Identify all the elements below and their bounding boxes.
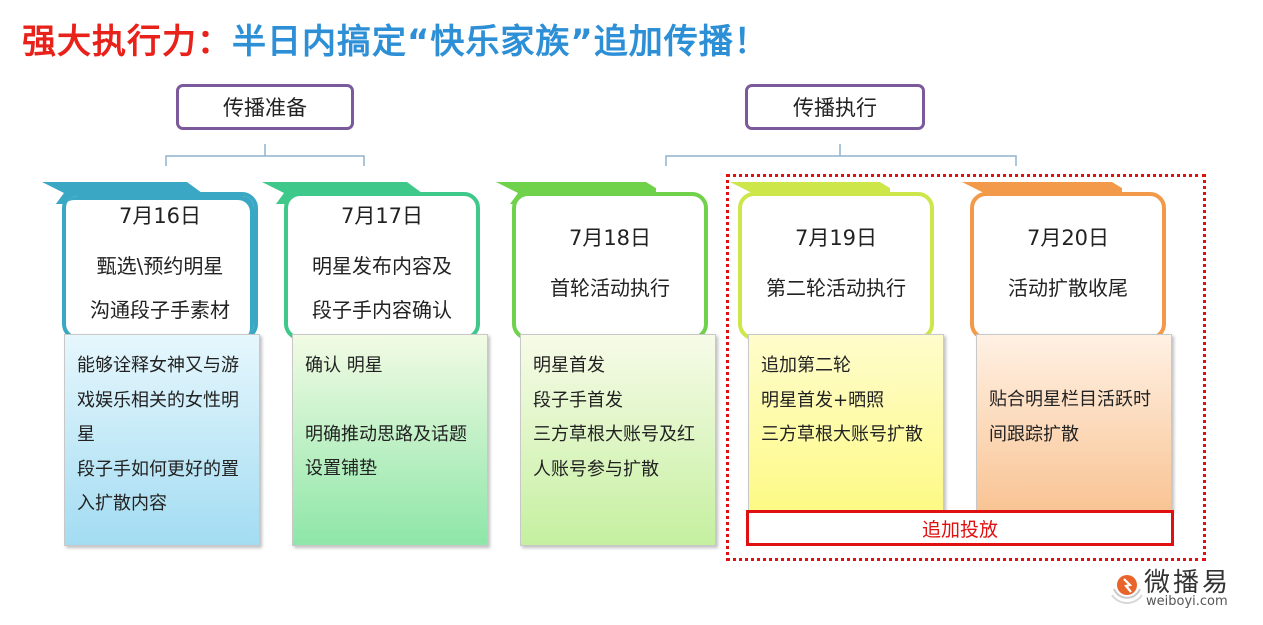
detail-line: 贴合明星栏目活跃时间跟踪扩散 xyxy=(989,389,1151,445)
step-card-1: 7月16日 甄选\预约明星 沟通段子手素材 xyxy=(62,192,258,340)
step-card-2: 7月17日 明星发布内容及 段子手内容确认 xyxy=(284,192,480,340)
step-date: 7月19日 xyxy=(794,226,878,250)
step-detail-1: 能够诠释女神又与游戏娱乐相关的女性明星 段子手如何更好的置入扩散内容 xyxy=(64,334,260,546)
page-title-part1: 强大执行力： xyxy=(22,22,232,62)
detail-line: 段子手如何更好的置入扩散内容 xyxy=(77,458,239,515)
page-title-part2: 半日内搞定“快乐家族”追加传播！ xyxy=(232,22,769,62)
phase-execution: 传播执行 xyxy=(745,84,925,130)
detail-line: 三方草根大账号及红人账号参与扩散 xyxy=(533,424,695,480)
step-detail-3: 明星首发 段子手首发 三方草根大账号及红人账号参与扩散 xyxy=(520,334,716,546)
extra-placement-box: 追加投放 xyxy=(746,510,1174,546)
step-line: 第二轮活动执行 xyxy=(766,276,906,300)
step-line: 甄选\预约明星 xyxy=(96,254,224,278)
detail-line: 三方草根大账号扩散 xyxy=(761,424,923,445)
detail-line: 确认 明星 xyxy=(305,355,383,376)
step-line: 活动扩散收尾 xyxy=(1008,276,1128,300)
detail-line: 明星首发+晒照 xyxy=(761,389,885,411)
detail-line: 追加第二轮 xyxy=(761,355,851,376)
detail-line: 明星首发 xyxy=(533,355,605,376)
step-detail-2: 确认 明星 明确推动思路及话题设置铺垫 xyxy=(292,334,488,546)
weiboyi-logo-icon xyxy=(1111,575,1143,604)
logo-url: weiboyi.com xyxy=(1146,594,1228,609)
step-detail-5: 贴合明星栏目活跃时间跟踪扩散 xyxy=(976,334,1172,512)
step-line: 明星发布内容及 xyxy=(312,254,452,278)
step-detail-4: 追加第二轮 明星首发+晒照 三方草根大账号扩散 xyxy=(748,334,944,512)
logo-name: 微播易 xyxy=(1144,568,1232,598)
detail-line xyxy=(305,384,477,418)
page-title: 强大执行力：半日内搞定“快乐家族”追加传播！ xyxy=(22,14,769,63)
step-date: 7月18日 xyxy=(568,226,652,250)
bracket-execution xyxy=(665,144,1017,166)
execution-highlight-frame xyxy=(726,174,1206,561)
detail-line: 明确推动思路及话题设置铺垫 xyxy=(305,423,467,480)
bracket-preparation xyxy=(165,144,365,166)
step-line: 段子手内容确认 xyxy=(312,298,452,322)
phase-execution-label: 传播执行 xyxy=(793,96,877,120)
extra-placement-label: 追加投放 xyxy=(921,518,998,541)
step-line: 首轮活动执行 xyxy=(550,276,670,300)
phase-preparation: 传播准备 xyxy=(176,84,354,130)
step-line: 沟通段子手素材 xyxy=(90,298,230,322)
step-date: 7月16日 xyxy=(118,204,202,228)
detail-line: 能够诠释女神又与游戏娱乐相关的女性明星 xyxy=(77,355,239,445)
step-card-3: 7月18日 首轮活动执行 xyxy=(512,192,708,340)
step-date: 7月17日 xyxy=(340,204,424,228)
phase-preparation-label: 传播准备 xyxy=(223,96,307,120)
detail-line: 段子手首发 xyxy=(533,389,623,411)
step-date: 7月20日 xyxy=(1026,226,1110,250)
